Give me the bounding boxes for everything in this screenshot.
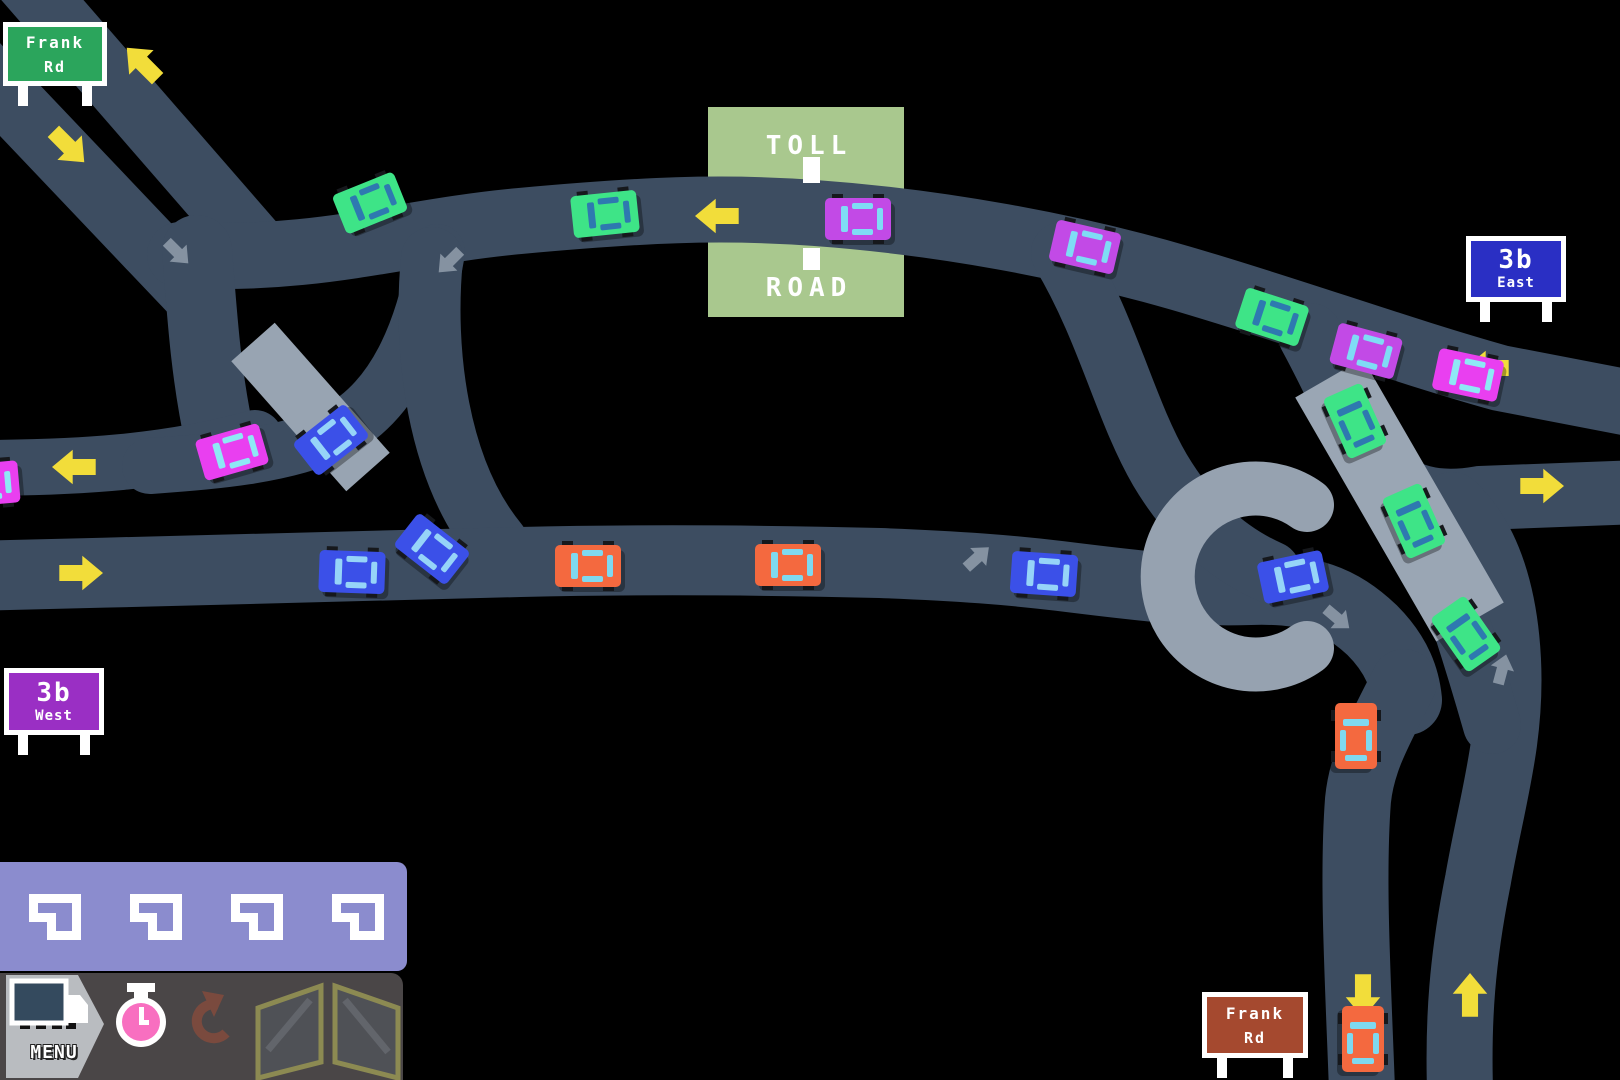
road-segment (1031, 222, 1301, 603)
road-segment (398, 227, 528, 574)
traffic-arrow (695, 198, 739, 234)
car-blue (1257, 547, 1334, 608)
traffic-arrow (1452, 973, 1488, 1017)
truck-menu-icon (9, 978, 88, 1029)
sign-board: Frank Rd (1202, 992, 1308, 1058)
sign-text: Rd (1243, 1028, 1267, 1047)
sign-frank-rd-south: Frank Rd (1202, 992, 1308, 1078)
sign-leg (18, 735, 28, 755)
sign-leg (1542, 302, 1552, 322)
flag-indicator-icon (332, 893, 384, 940)
car-purple (1049, 216, 1124, 280)
car-green (570, 186, 644, 243)
loop-ramp (1140, 461, 1334, 692)
car-purple (825, 194, 895, 245)
car-blue (395, 513, 469, 590)
car-magenta (0, 456, 25, 512)
menu-button[interactable] (6, 975, 104, 1078)
sign-exit-3b-west: 3b West (4, 668, 104, 755)
flag-indicator-icon (29, 893, 81, 940)
toll-gate-line (803, 157, 820, 270)
sign-leg (80, 735, 90, 755)
toolbar-icons (6, 975, 401, 1080)
car-purple (1329, 320, 1405, 385)
car-green (1235, 285, 1311, 352)
traffic-arrow (126, 47, 164, 85)
sign-leg (82, 86, 93, 106)
sign-frank-rd-north: Frank Rd (3, 22, 107, 106)
car-magenta (195, 420, 274, 484)
car-orange (1330, 703, 1381, 773)
sign-leg (17, 86, 28, 106)
stopwatch-button[interactable] (116, 983, 166, 1047)
sign-board: 3b West (4, 668, 104, 735)
sign-text: Rd (43, 57, 67, 76)
car-magenta (1432, 345, 1507, 408)
sign-text: West (35, 707, 73, 724)
sign-board: 3b East (1466, 236, 1566, 302)
guide-arrow (1322, 604, 1350, 629)
car-blue (294, 404, 374, 476)
flag-indicator-icon (130, 893, 182, 940)
sign-leg (1216, 1058, 1227, 1078)
blueprint-right-icon[interactable] (332, 982, 401, 1080)
car-orange (1337, 1006, 1388, 1076)
sign-text: Frank (25, 32, 85, 52)
car-green (1321, 383, 1389, 464)
car-green (333, 170, 413, 237)
sign-text: Frank (1225, 1003, 1285, 1023)
guide-arrow (1490, 654, 1515, 686)
car-green (1380, 483, 1448, 564)
car-green (1430, 596, 1502, 677)
sign-leg (1480, 302, 1490, 322)
sign-leg (1283, 1058, 1294, 1078)
car-orange (755, 540, 825, 591)
traffic-arrow (52, 449, 96, 485)
undo-icon[interactable] (191, 991, 230, 1044)
sign-board: Frank Rd (3, 22, 107, 86)
guide-arrow (162, 237, 189, 264)
traffic-arrow (59, 555, 103, 591)
sign-text: East (1497, 275, 1535, 291)
sign-exit-3b-east: 3b East (1466, 236, 1566, 322)
car-orange (555, 541, 625, 592)
sign-text: 3b (36, 677, 72, 708)
car-blue (318, 546, 390, 600)
level-flags-panel (0, 862, 407, 971)
guide-arrow (438, 246, 465, 273)
sign-text: 3b (1498, 245, 1534, 275)
guide-arrow (962, 547, 989, 572)
traffic-arrow (47, 125, 85, 163)
flag-indicator-icon (231, 893, 283, 940)
menu-button-label[interactable]: MENU (30, 1042, 78, 1063)
traffic-arrow (1520, 468, 1564, 504)
road-segment (162, 215, 255, 475)
car-blue (1009, 547, 1082, 603)
cars-layer (0, 170, 1507, 1076)
blueprint-left-icon[interactable] (255, 982, 324, 1080)
